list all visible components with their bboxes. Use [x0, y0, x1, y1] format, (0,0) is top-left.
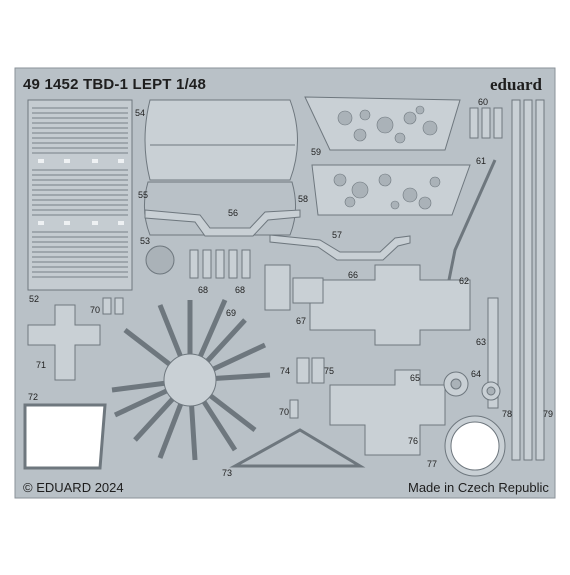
part-56-bracket: [144, 209, 301, 237]
part-number-label: 71: [36, 360, 47, 370]
part-number-label: 78: [502, 409, 513, 419]
part-number-label: 73: [222, 468, 233, 478]
part-number-label: 62: [459, 276, 470, 286]
part-number-label: 65: [410, 373, 421, 383]
part-number-label: 64: [471, 369, 482, 379]
part-53-grille: [145, 245, 175, 275]
sheet-header: 49 1452 TBD-1 LEPT 1/48: [23, 76, 207, 93]
part-number-label: 54: [135, 108, 146, 118]
part-63-strip: [487, 297, 499, 409]
part-number-label: 79: [543, 409, 554, 419]
part-number-label: 69: [226, 308, 237, 318]
part-number-label: 68: [235, 285, 246, 295]
part-54-ribbed-panel: [27, 99, 133, 291]
part-71-cross: [27, 304, 101, 381]
part-number-label: 56: [228, 208, 239, 218]
part-55-canopy-frame: [144, 99, 298, 236]
part-number-label: 52: [29, 294, 40, 304]
part-78-79-rails: [511, 99, 545, 461]
part-number-label: 77: [427, 459, 438, 469]
part-number-label: 75: [324, 366, 335, 376]
part-number-label: 70: [279, 407, 290, 417]
part-72-frame: [23, 403, 107, 470]
part-number-label: 72: [28, 392, 39, 402]
part-68-clips: [189, 249, 251, 279]
part-76-cross: [329, 369, 446, 456]
part-57-bracket: [269, 234, 411, 261]
part-number-label: 76: [408, 436, 419, 446]
brand-logo: eduard: [490, 75, 542, 94]
part-number-label: 66: [348, 270, 359, 280]
part-number-label: 74: [280, 366, 291, 376]
part-number-label: 61: [476, 156, 487, 166]
part-67-plates: [264, 264, 324, 311]
part-number-label: 58: [298, 194, 309, 204]
part-73-triangle: [229, 428, 366, 468]
part-70-clips: [102, 297, 299, 419]
origin-text: Made in Czech Republic: [408, 480, 549, 495]
part-77-disc: [444, 415, 506, 477]
part-58-perforated-plate: [311, 164, 471, 216]
part-74-75-clips: [296, 357, 325, 384]
part-number-label: 55: [138, 190, 149, 200]
part-number-label: 68: [198, 285, 209, 295]
part-number-label: 63: [476, 337, 487, 347]
part-number-label: 59: [311, 147, 322, 157]
part-64-65-washers: [443, 371, 501, 401]
part-number-label: 67: [296, 316, 307, 326]
part-59-perforated-plate: [304, 96, 461, 151]
part-66-cross: [309, 264, 471, 346]
part-number-label: 60: [478, 97, 489, 107]
part-number-label: 53: [140, 236, 151, 246]
part-60-strips: [469, 107, 503, 139]
part-number-label: 57: [332, 230, 343, 240]
part-number-label: 70: [90, 305, 101, 315]
part-69-hub: [163, 353, 217, 407]
copyright-text: © EDUARD 2024: [23, 480, 124, 495]
